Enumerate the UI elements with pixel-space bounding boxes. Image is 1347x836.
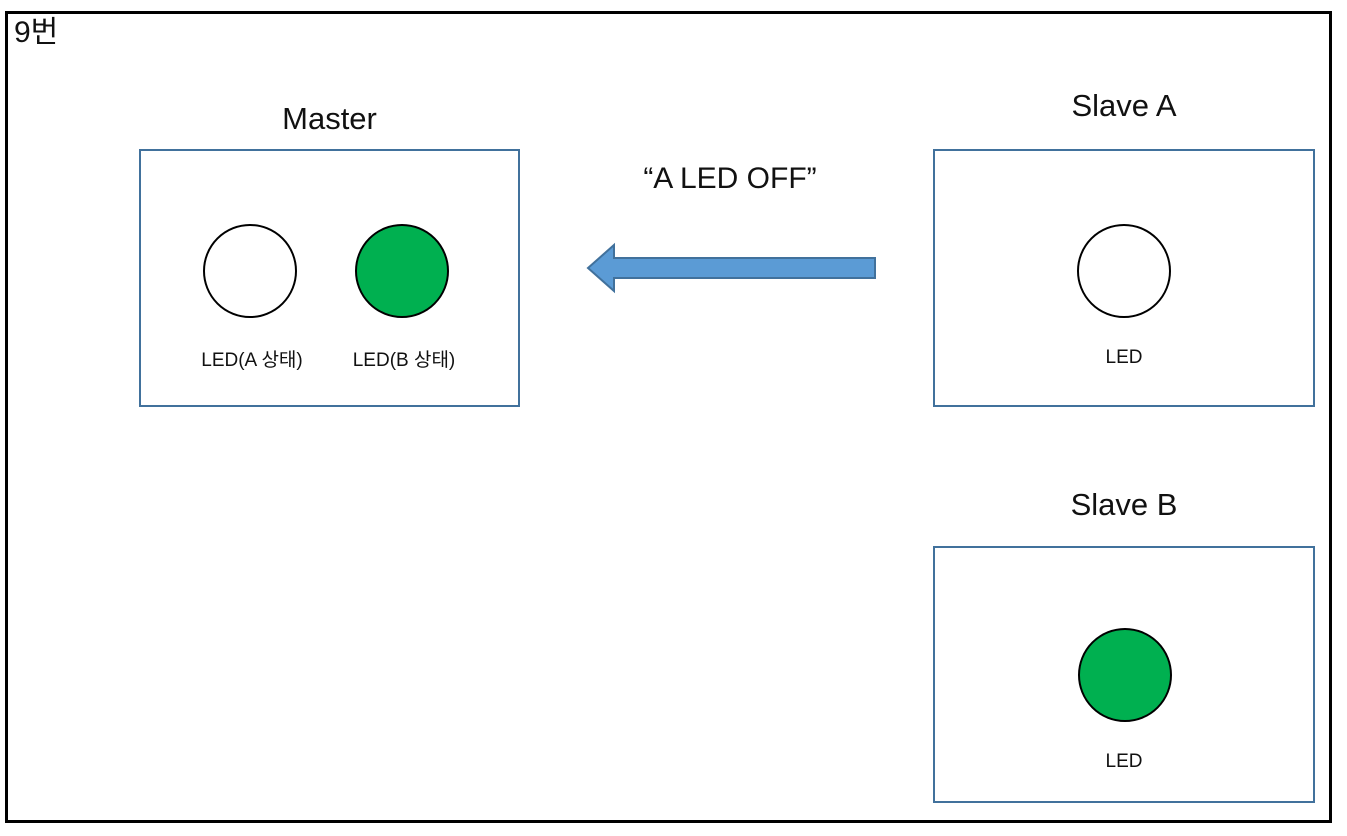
slave-b-led-indicator bbox=[1078, 628, 1172, 722]
slave-a-box: LED bbox=[933, 149, 1315, 407]
slave-b-title: Slave B bbox=[1070, 487, 1178, 522]
left-arrow-shape bbox=[586, 242, 876, 294]
master-title: Master bbox=[282, 101, 377, 136]
left-arrow-icon bbox=[586, 242, 876, 294]
slave-a-led-graphic bbox=[1077, 224, 1171, 318]
master-led-b-indicator bbox=[355, 224, 449, 318]
master-leds-graphic bbox=[203, 224, 449, 318]
message-label: “A LED OFF” bbox=[643, 162, 817, 195]
master-box: LED(A 상태) LED(B 상태) bbox=[139, 149, 520, 407]
master-led-a-label: LED(A 상태) bbox=[201, 350, 303, 371]
slave-a-led-indicator bbox=[1077, 224, 1171, 318]
slave-b-led-label: LED bbox=[1105, 751, 1143, 772]
page-number-label: 9번 bbox=[14, 16, 59, 49]
slave-a-led-label: LED bbox=[1105, 347, 1143, 368]
diagram-frame bbox=[5, 11, 1332, 823]
slave-a-title: Slave A bbox=[1071, 88, 1177, 123]
slave-b-led-graphic bbox=[1078, 628, 1172, 722]
master-led-a-indicator bbox=[203, 224, 297, 318]
master-led-b-label: LED(B 상태) bbox=[352, 350, 456, 371]
slave-b-box: LED bbox=[933, 546, 1315, 803]
